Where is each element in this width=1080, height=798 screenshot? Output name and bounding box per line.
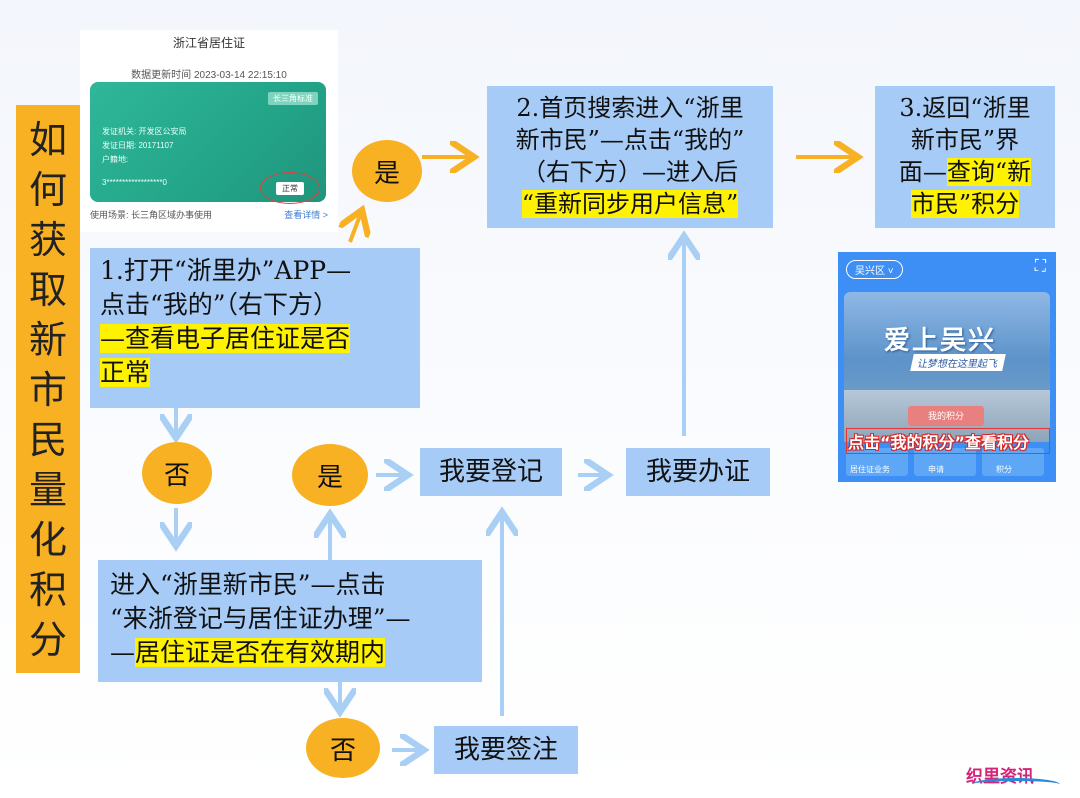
update-time: 数据更新时间 2023-03-14 22:15:10 (131, 70, 287, 81)
permit-usage: 使用场景: 长三角区域办事使用 (90, 210, 213, 220)
menu-tile-2[interactable] (914, 448, 976, 476)
points-instruction: 点击“我的积分”查看积分 (848, 433, 1030, 452)
home-banner: 爱上吴兴 让梦想在这里起飞 (844, 292, 1050, 442)
app-home-screenshot: 吴兴区 ˅ ⛶ 爱上吴兴 让梦想在这里起飞 我的积分 居住证业务 申请 积分 点… (838, 252, 1056, 482)
menu-tile-1[interactable] (846, 448, 908, 476)
menu-tile-3[interactable] (982, 448, 1044, 476)
apply-box: 我要办证 (626, 448, 770, 496)
points-highlight-box (846, 428, 1050, 454)
permit-tag: 长三角标准 (268, 92, 318, 105)
permit-detail-link[interactable]: 查看详情 > (284, 210, 328, 220)
decision-no-2: 否 (306, 718, 380, 778)
brand-logo: 织里资讯 (962, 752, 1062, 792)
scan-icon[interactable]: ⛶ (1034, 258, 1046, 275)
vertical-title: 如 何 获 取 新 市 民 量 化 积 分 (16, 105, 80, 673)
screenshot-title: 浙江省居住证 (172, 36, 245, 50)
permit-id-number: 3******************0 (102, 178, 167, 187)
permit-household: 户籍地: (102, 155, 129, 164)
status-highlight-ring (260, 172, 320, 204)
menu-label-1: 居住证业务 (850, 465, 890, 474)
my-points-button[interactable]: 我的积分 (908, 406, 984, 426)
arrow-step1-to-yes (350, 210, 362, 243)
endorse-box: 我要签注 (434, 726, 578, 774)
menu-label-3: 积分 (996, 465, 1012, 474)
register-box: 我要登记 (420, 448, 562, 496)
residence-permit-screenshot: 浙江省居住证 数据更新时间 2023-03-14 22:15:10 长三角标准 … (80, 30, 338, 232)
step4-box: 进入“浙里新市民”—点击 “来浙登记与居住证办理”— —居住证是否在有效期内 (98, 560, 482, 682)
decision-yes-1: 是 (352, 140, 422, 202)
permit-footer: 使用场景: 长三角区域办事使用 查看详情 > (90, 208, 328, 221)
step2-box: 2.首页搜索进入“浙里 新市民”—点击“我的” （右下方）—进入后 “重新同步用… (487, 86, 773, 228)
logo-swoosh (972, 778, 1060, 791)
menu-label-2: 申请 (928, 465, 944, 474)
step3-box: 3.返回“浙里 新市民”界 面—查询“新 市民”积分 (875, 86, 1055, 228)
decision-no-1: 否 (142, 442, 212, 504)
banner-subtitle: 让梦想在这里起飞 (910, 354, 1006, 371)
permit-issue-date: 发证日期: 20171107 (102, 141, 174, 150)
step1-box: 1.打开“浙里办”APP— 点击“我的”（右下方） —查看电子居住证是否 正常 (90, 248, 420, 408)
permit-card: 长三角标准 发证机关: 开发区公安局 发证日期: 20171107 户籍地: 3… (90, 82, 326, 204)
location-selector[interactable]: 吴兴区 ˅ (846, 260, 903, 279)
permit-issuer: 发证机关: 开发区公安局 (102, 127, 187, 136)
decision-yes-2: 是 (292, 444, 368, 506)
banner-title: 爱上吴兴 (884, 325, 997, 355)
